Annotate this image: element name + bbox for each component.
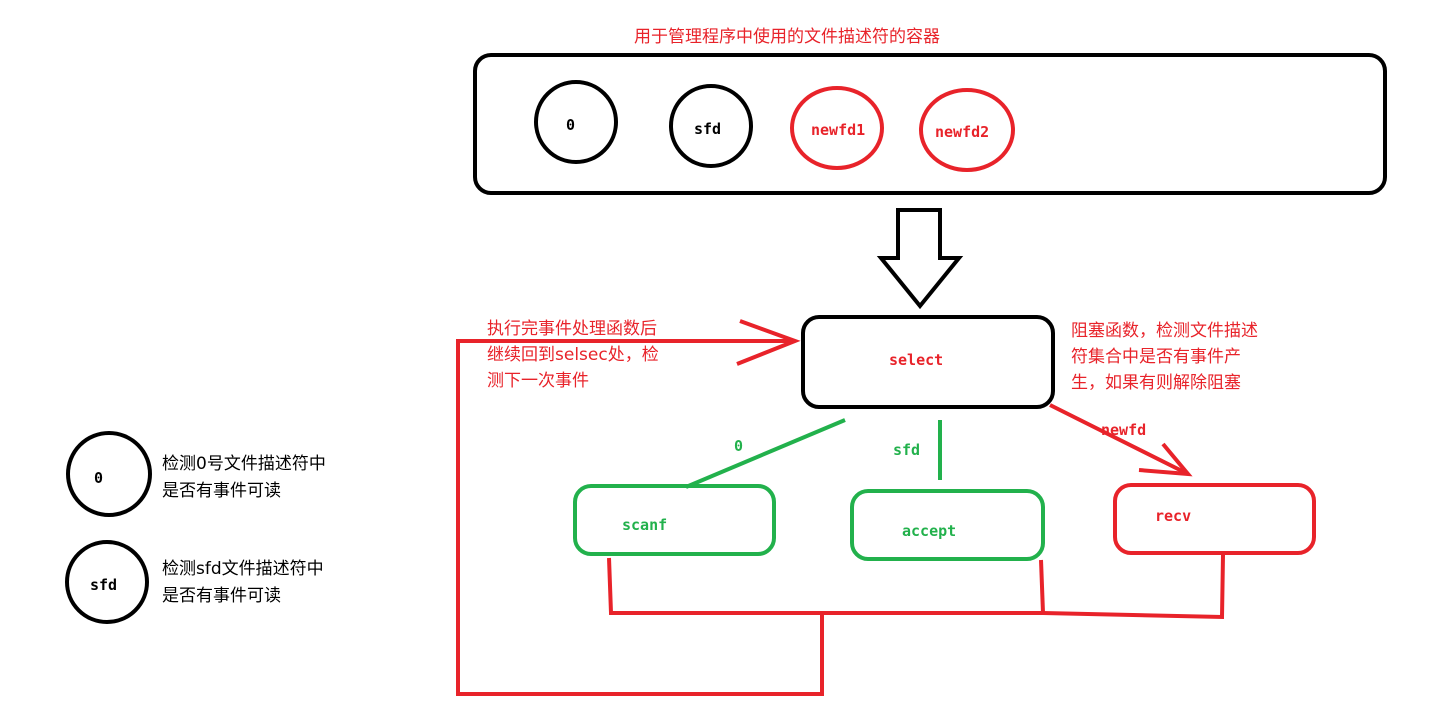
blocking-note: 阻塞函数，检测文件描述 符集合中是否有事件产 生，如果有则解除阻塞	[1071, 321, 1263, 393]
select-node-box	[801, 315, 1055, 409]
loop-back-note-line: 继续回到selsec处，检	[487, 345, 659, 365]
down-arrow-icon	[876, 208, 964, 310]
edge-label-0: 0	[734, 437, 743, 455]
fd-circle-sfd: sfd	[669, 84, 753, 168]
legend-text-line: 是否有事件可读	[162, 586, 281, 606]
edge-0	[685, 418, 846, 489]
scanf-node-label: scanf	[622, 516, 667, 534]
fd-circle-0: 0	[534, 80, 618, 164]
blocking-note-line: 符集合中是否有事件产	[1071, 347, 1241, 367]
accept-node-label: accept	[902, 522, 956, 540]
legend-text-line: 检测0号文件描述符中	[162, 454, 326, 474]
legend-text: 检测0号文件描述符中 是否有事件可读	[162, 454, 331, 501]
legend-item-sfd: sfd 检测sfd文件描述符中 是否有事件可读	[65, 540, 329, 624]
edge-label-sfd: sfd	[893, 441, 920, 459]
blocking-note-line: 生，如果有则解除阻塞	[1071, 373, 1241, 393]
accept-node-box	[850, 489, 1045, 561]
legend-text-line: 检测sfd文件描述符中	[162, 559, 324, 579]
scanf-node-box	[573, 484, 776, 556]
loop-arrowhead-icon	[736, 319, 801, 366]
edge-newfd	[1049, 403, 1189, 476]
fd-circle-newfd1: newfd1	[790, 86, 884, 170]
recv-node-label: recv	[1155, 507, 1191, 525]
select-node-label: select	[889, 351, 943, 369]
loop-back-note: 执行完事件处理函数后 继续回到selsec处，检 测下一次事件	[487, 319, 664, 391]
fd-container-box	[473, 53, 1387, 195]
legend-item-0: 0 检测0号文件描述符中 是否有事件可读	[66, 431, 331, 517]
container-title: 用于管理程序中使用的文件描述符的容器	[634, 26, 940, 47]
edge-label-newfd: newfd	[1101, 421, 1146, 439]
loop-back-note-line: 执行完事件处理函数后	[487, 319, 657, 339]
fd-circle-newfd2: newfd2	[919, 88, 1015, 172]
fd-label: newfd2	[935, 123, 989, 141]
return-loop	[456, 339, 1225, 696]
legend-text-line: 是否有事件可读	[162, 481, 281, 501]
fd-label: sfd	[694, 120, 721, 138]
fd-label: newfd1	[811, 121, 865, 139]
arrowhead-icon	[1138, 442, 1193, 477]
legend-symbol: sfd	[90, 576, 117, 594]
recv-node-box	[1113, 483, 1316, 555]
blocking-note-line: 阻塞函数，检测文件描述	[1071, 321, 1258, 341]
loop-back-note-line: 测下一次事件	[487, 371, 589, 391]
legend-text: 检测sfd文件描述符中 是否有事件可读	[162, 559, 329, 606]
fd-label: 0	[566, 116, 575, 134]
legend-symbol: 0	[94, 469, 103, 487]
